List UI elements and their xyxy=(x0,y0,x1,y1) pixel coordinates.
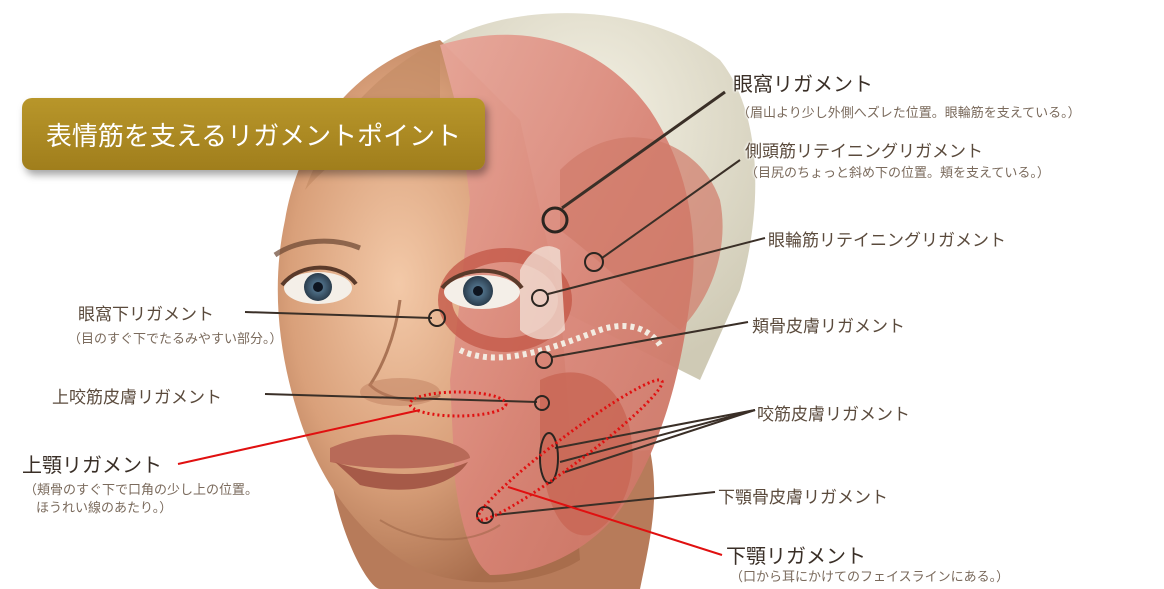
label-jokokin: 上咬筋皮膚リガメント xyxy=(52,383,222,408)
label-gandanrin: 眼輪筋リテイニングリガメント xyxy=(768,226,1006,251)
note-sokutou: （目尻のちょっと斜め下の位置。頬を支えている。） xyxy=(745,165,1050,182)
note-ganka: （眉山より少し外側へズレた位置。眼輪筋を支えている。） xyxy=(737,105,1081,122)
label-sokutou: 側頭筋リテイニングリガメント xyxy=(745,137,983,162)
note-kagaku: （口から耳にかけてのフェイスラインにある。） xyxy=(730,569,1009,586)
label-gankaka: 眼窩下リガメント xyxy=(78,300,214,325)
label-kokin: 咬筋皮膚リガメント xyxy=(757,400,910,425)
note-jogaku-2: ほうれい線のあたり。） xyxy=(36,500,172,517)
label-kyokotsu: 頬骨皮膚リガメント xyxy=(752,312,905,337)
label-kagakukotsu: 下顎骨皮膚リガメント xyxy=(718,483,888,508)
title-banner: 表情筋を支えるリガメントポイント xyxy=(22,98,485,170)
note-jogaku-1: （頬骨のすぐ下で口角の少し上の位置。 xyxy=(24,482,258,499)
label-kagaku: 下顎リガメント xyxy=(726,540,866,569)
label-ganka: 眼窩リガメント xyxy=(733,68,873,97)
note-gankaka: （目のすぐ下でたるみやすい部分。） xyxy=(68,331,283,348)
label-jogaku: 上顎リガメント xyxy=(22,449,162,478)
